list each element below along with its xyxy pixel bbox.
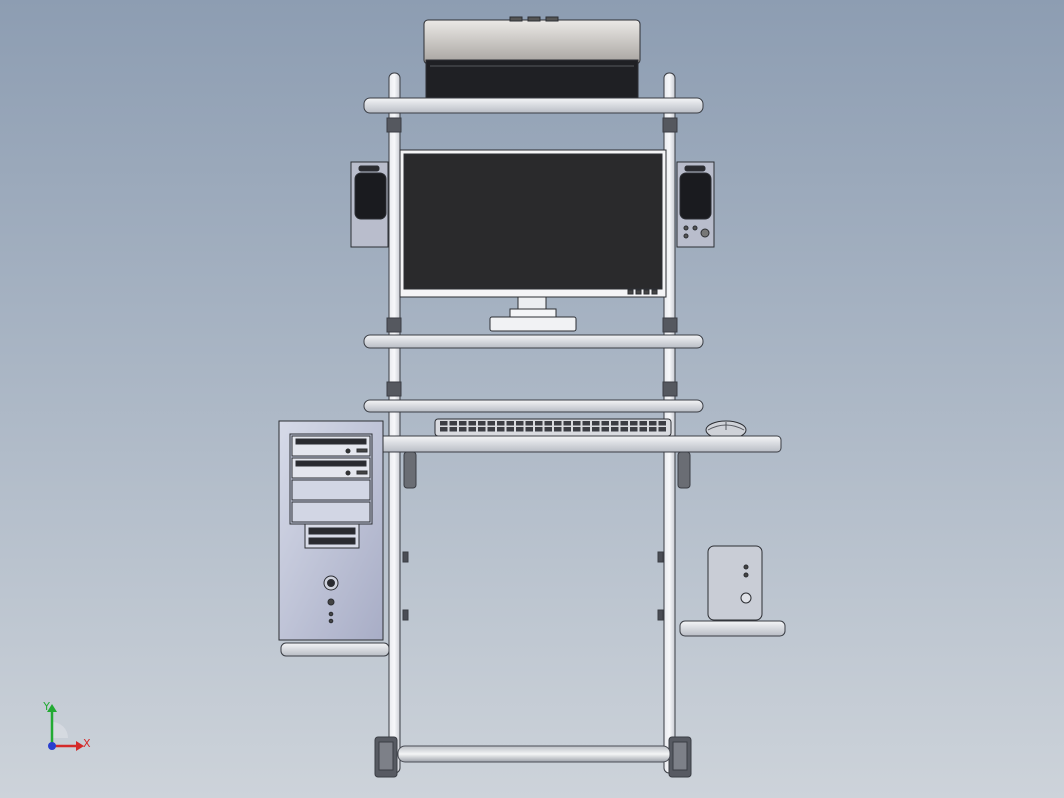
keyboard — [434, 418, 672, 437]
top-shelf — [363, 97, 704, 114]
keyboard-key — [506, 427, 514, 432]
keyboard-key — [516, 427, 524, 432]
middle-shelf — [363, 399, 704, 413]
keyboard-key — [611, 421, 619, 426]
keyboard-key — [449, 421, 457, 426]
y-axis-label: Y — [42, 700, 50, 713]
y-axis-arrowhead — [47, 704, 57, 712]
keyboard-key — [639, 421, 647, 426]
keyboard-key — [554, 427, 562, 432]
keyboard-key — [611, 427, 619, 432]
keyboard-key — [582, 421, 590, 426]
keyboard-key — [554, 421, 562, 426]
printer — [423, 16, 641, 99]
left-speaker — [350, 161, 389, 248]
x-axis-arrowhead — [76, 741, 84, 751]
keyboard-key — [478, 427, 486, 432]
keyboard-key — [535, 421, 543, 426]
pc-tower — [278, 420, 384, 641]
keyboard-key — [544, 427, 552, 432]
keyboard-key — [601, 421, 609, 426]
keyboard-key — [440, 421, 448, 426]
keyboard-key — [592, 427, 600, 432]
axis-triad: Y X — [42, 700, 91, 751]
keyboard-key — [592, 421, 600, 426]
keyboard-key — [468, 421, 476, 426]
monitor — [399, 149, 667, 332]
keyboard-key — [649, 427, 657, 432]
keyboard-key — [516, 421, 524, 426]
keyboard-key — [487, 421, 495, 426]
keyboard-key — [459, 421, 467, 426]
keyboard-key — [639, 427, 647, 432]
keyboard-key — [563, 421, 571, 426]
keyboard-key — [649, 421, 657, 426]
monitor-shelf — [363, 334, 704, 349]
keyboard-key — [478, 421, 486, 426]
keyboard-key — [544, 421, 552, 426]
keyboard-key — [525, 427, 533, 432]
z-axis-marker — [48, 742, 56, 750]
tower-shelf — [280, 642, 390, 657]
keyboard-keys — [440, 421, 666, 432]
x-axis-label: X — [83, 737, 91, 750]
keyboard-key — [468, 427, 476, 432]
keyboard-key — [525, 421, 533, 426]
keyboard-key — [497, 421, 505, 426]
keyboard-key — [440, 427, 448, 432]
keyboard-key — [563, 427, 571, 432]
subwoofer-shelf — [679, 620, 786, 637]
keyboard-key — [497, 427, 505, 432]
keyboard-key — [658, 427, 666, 432]
keyboard-key — [620, 421, 628, 426]
keyboard-key — [582, 427, 590, 432]
keyboard-key — [658, 421, 666, 426]
keyboard-tray — [372, 435, 782, 453]
keyboard-key — [506, 421, 514, 426]
right-speaker — [676, 161, 715, 248]
keyboard-key — [630, 421, 638, 426]
keyboard-key — [573, 421, 581, 426]
keyboard-key — [630, 427, 638, 432]
keyboard-key — [601, 427, 609, 432]
keyboard-key — [535, 427, 543, 432]
footrest-bar — [397, 745, 671, 763]
keyboard-key — [487, 427, 495, 432]
keyboard-key — [449, 427, 457, 432]
keyboard-key — [620, 427, 628, 432]
subwoofer — [707, 545, 763, 621]
keyboard-key — [573, 427, 581, 432]
keyboard-key — [459, 427, 467, 432]
